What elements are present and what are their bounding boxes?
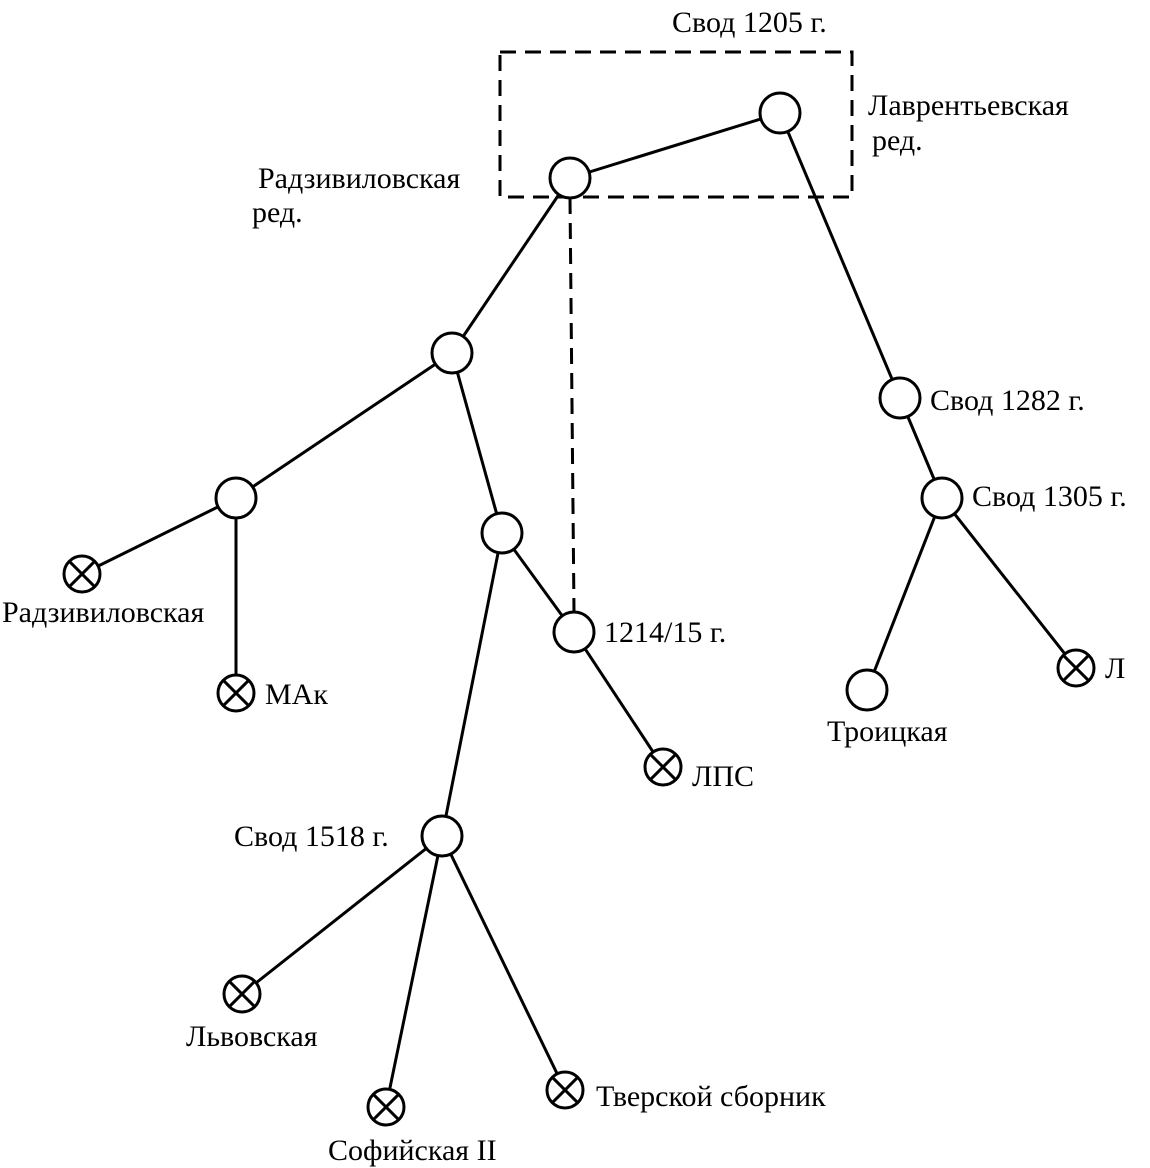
edge-node-a-node-c — [450, 352, 504, 534]
node-svod-1305 — [920, 476, 964, 520]
label-sofiyskaya-2: Софийская II — [328, 1134, 497, 1167]
edge-node-b-radzivilovskaya — [81, 496, 237, 576]
label-lps: ЛПС — [692, 760, 754, 793]
edges — [81, 111, 1078, 1108]
label-radzivilovskaya: Радзивиловская — [2, 596, 204, 629]
node-sofiyskaya-2 — [366, 1087, 406, 1127]
node-svod-1518 — [420, 814, 464, 858]
edge-radz-red-node-a — [450, 177, 572, 354]
label-svod-1214-15: 1214/15 г. — [604, 616, 726, 649]
label-lavrentievskaya-red-2: ред. — [872, 124, 923, 157]
node-troitskaya — [845, 668, 889, 712]
edge-svod-1518-tverskoy — [440, 835, 567, 1091]
edge-svod-1305-troitskaya — [865, 497, 944, 691]
node-radzivilovskaya-red — [548, 156, 592, 200]
node-lps — [643, 747, 683, 787]
node-mak — [216, 673, 256, 713]
edge-node-a-node-b — [235, 351, 453, 500]
label-lavrentievskaya-red-1: Лаврентьевская — [868, 89, 1069, 122]
node-l — [1056, 648, 1096, 688]
edge-radz-red-lavr-red — [569, 111, 781, 180]
label-svod-1205: Свод 1205 г. — [672, 6, 827, 39]
node-a — [430, 331, 474, 375]
node-c — [480, 511, 524, 555]
node-svod-1282 — [878, 376, 922, 420]
edge-svod-1518-sofiyskaya — [384, 835, 444, 1108]
hypothetical-nodes — [214, 91, 964, 858]
dashed-edge-radz-red-svod-1214 — [568, 197, 576, 613]
label-troitskaya: Троицкая — [827, 715, 948, 748]
edge-svod-1305-l — [940, 497, 1078, 669]
node-svod-1214-15 — [552, 610, 596, 654]
edge-svod-1214-lps — [572, 631, 665, 768]
node-tverskoy-sbornik — [545, 1070, 585, 1110]
edge-svod-1518-lvovskaya — [241, 834, 443, 996]
label-l: Л — [1105, 652, 1125, 685]
labels: Свод 1205 г. Лаврентьевская ред. Радзиви… — [2, 6, 1127, 1167]
extant-nodes — [62, 554, 1096, 1127]
label-tverskoy-sbornik: Тверской сборник — [596, 1080, 826, 1113]
node-b — [214, 476, 258, 520]
node-lavrentievskaya-red — [758, 91, 802, 135]
label-svod-1305: Свод 1305 г. — [972, 480, 1127, 513]
node-radzivilovskaya-ms — [62, 554, 102, 594]
edge-node-c-svod-1518 — [440, 532, 504, 837]
svod-1205-box — [498, 50, 854, 199]
label-lvovskaya: Львовская — [186, 1020, 318, 1053]
label-radzivilovskaya-red-2: ред. — [252, 196, 303, 229]
edge-lavr-red-svod-1282 — [778, 112, 902, 399]
label-radzivilovskaya-red-1: Радзивиловская — [258, 162, 460, 195]
node-lvovskaya — [222, 974, 262, 1014]
label-mak: МАк — [265, 678, 328, 711]
label-svod-1518: Свод 1518 г. — [234, 820, 389, 853]
label-svod-1282: Свод 1282 г. — [930, 384, 1085, 417]
